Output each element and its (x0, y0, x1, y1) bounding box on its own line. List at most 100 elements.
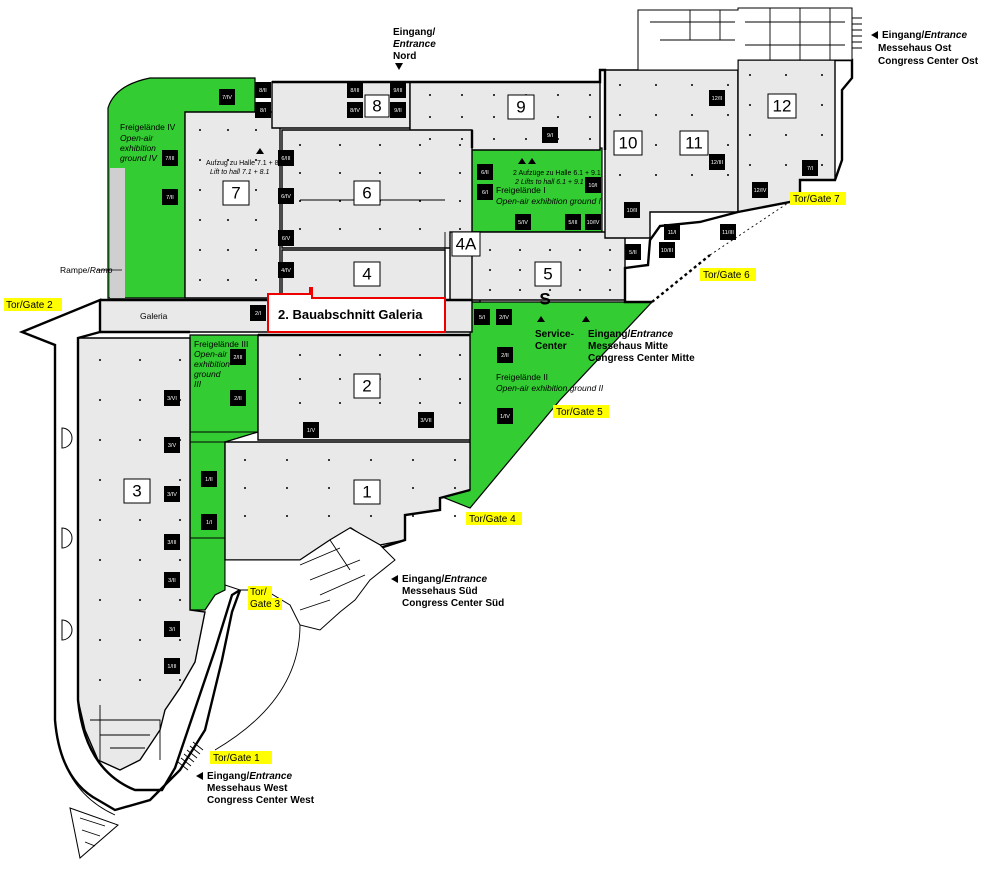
svg-text:1/IV: 1/IV (500, 414, 510, 420)
entrance-mitte: Eingang/Entrance Messehaus Mitte Congres… (582, 316, 695, 364)
svg-text:3/II: 3/II (168, 578, 176, 584)
booth-marker: 2/III (230, 349, 246, 365)
svg-text:2/II: 2/II (501, 353, 509, 359)
booth-marker: 10/IV (585, 214, 601, 230)
booth-marker: 7/III (162, 150, 178, 166)
booth-marker: 5/III (565, 214, 581, 230)
galeria-outline (100, 298, 472, 337)
congress-east-detail (650, 8, 845, 60)
svg-text:Aufzug zu Halle 7.1 + 8.1: Aufzug zu Halle 7.1 + 8.1 (206, 160, 285, 167)
hall-number-5: 5 (534, 261, 562, 287)
gate6-line (651, 254, 711, 303)
booth-marker: 1/V (303, 422, 319, 438)
svg-text:2/I: 2/I (255, 311, 262, 317)
svg-text:2 Lifts to hall 6.1 + 9.1: 2 Lifts to hall 6.1 + 9.1 (514, 179, 584, 186)
entrance-nord: Eingang/ Entrance Nord (393, 27, 436, 70)
svg-text:1/II: 1/II (205, 477, 213, 483)
svg-text:7/II: 7/II (166, 195, 174, 201)
open-air-ground-2-label: Freigelände II Open-air exhibition groun… (496, 372, 604, 393)
booth-marker: 9/I (542, 127, 558, 143)
svg-text:Messehaus Ost: Messehaus Ost (878, 43, 952, 54)
svg-text:5/IV: 5/IV (518, 220, 528, 226)
booth-marker: 9/III (390, 82, 406, 98)
svg-text:III: III (194, 379, 202, 389)
booth-marker: 5/IV (515, 214, 531, 230)
west-bottom-building-detail (90, 705, 161, 760)
hall-number-10: 10 (613, 130, 643, 156)
svg-text:8/I: 8/I (260, 108, 267, 114)
booth-marker: 5/I (474, 309, 490, 325)
booth-marker: 6/III (278, 150, 294, 166)
galeria-construction-box (267, 287, 446, 333)
svg-text:7/III: 7/III (165, 156, 175, 162)
hall-number-6: 6 (353, 180, 381, 206)
booth-marker: 8/III (347, 82, 363, 98)
ramp-label: Rampe/Ramp (60, 265, 122, 275)
booth-marker: 10/II (624, 202, 640, 218)
svg-text:11/III: 11/III (722, 230, 734, 236)
booth-marker: 3/I (164, 621, 180, 637)
hall-number-1: 1 (353, 479, 381, 505)
svg-text:Entrance: Entrance (393, 39, 436, 50)
east-outline (623, 58, 854, 304)
booth-markers: 8/II7/IV8/I8/III8/IV9/III9/II9/I7/III7/I… (162, 82, 818, 674)
svg-text:12: 12 (773, 96, 792, 115)
congress-south-detail (299, 539, 366, 611)
booth-marker: 7/I (802, 160, 818, 176)
svg-text:10/IV: 10/IV (587, 220, 600, 226)
congress-east-building (637, 7, 853, 71)
booth-marker: 2/I (250, 305, 266, 321)
hall-number-2: 2 (353, 373, 381, 399)
booth-marker: 1/I (201, 514, 217, 530)
gate1-path (214, 624, 301, 751)
svg-text:Freigelände II: Freigelände II (496, 372, 548, 382)
svg-text:8: 8 (372, 96, 381, 115)
booth-marker: 7/IV (219, 89, 235, 105)
booth-marker: 3/III (164, 534, 180, 550)
svg-text:10/II: 10/II (627, 208, 638, 214)
congress-east-stairs (852, 17, 862, 49)
svg-text:3: 3 (132, 481, 141, 500)
booth-marker: 3/II (164, 572, 180, 588)
hall-number-7: 7 (222, 180, 250, 206)
hall-numbers: 1 2 3 4 4A 5 6 7 8 9 10 11 12 (123, 93, 797, 505)
svg-text:2 Aufzüge zu Halle 6.1 + 9.1: 2 Aufzüge zu Halle 6.1 + 9.1 (513, 170, 601, 177)
booth-marker: 6/IV (278, 188, 294, 204)
svg-text:1: 1 (362, 482, 371, 501)
svg-text:2/II: 2/II (234, 396, 242, 402)
svg-text:8/III: 8/III (350, 88, 360, 94)
hall-number-4a: 4A (451, 231, 481, 257)
svg-text:10: 10 (619, 133, 638, 152)
booth-marker: 3/V (164, 437, 180, 453)
west-triangle-building (69, 807, 119, 859)
svg-text:5/III: 5/III (568, 220, 578, 226)
svg-text:Congress Center Süd: Congress Center Süd (402, 598, 504, 609)
svg-text:5/II: 5/II (629, 250, 637, 256)
hall-number-12: 12 (767, 93, 797, 119)
svg-text:Eingang/: Eingang/ (393, 27, 435, 38)
svg-text:2/IV: 2/IV (499, 315, 509, 321)
entrance-ost-arrow-icon (871, 31, 878, 39)
svg-text:6: 6 (362, 183, 371, 202)
svg-text:10/III: 10/III (661, 248, 674, 254)
hall-number-9: 9 (507, 94, 535, 120)
west-outer-wall (21, 331, 116, 816)
booth-marker: 11/III (720, 224, 736, 240)
booth-marker: 2/IV (496, 309, 512, 325)
entrance-ost: Eingang/Entrance Messehaus Ost Congress … (871, 30, 979, 67)
svg-text:4: 4 (362, 264, 371, 283)
svg-text:Open-air: Open-air (120, 133, 154, 143)
booth-marker: 3/VI (164, 390, 180, 406)
booth-marker: 2/II (230, 390, 246, 406)
open-air-ground-4-label: Freigelände IV Open-air exhibition groun… (120, 122, 176, 163)
open-air-ground-3-label: Freigelände III Open-air exhibition grou… (194, 339, 248, 389)
galeria-construction-label: 2. Bauabschnitt Galeria (278, 307, 423, 322)
west-wall-bumps (61, 427, 73, 641)
svg-text:Tor/Gate 5: Tor/Gate 5 (556, 407, 603, 418)
lift-hall6-label: 2 Aufzüge zu Halle 6.1 + 9.1 2 Lifts to … (513, 158, 601, 186)
svg-text:Nord: Nord (393, 51, 416, 62)
svg-text:Tor/: Tor/ (250, 587, 267, 598)
gate-1: Tor/Gate 1 (210, 751, 272, 764)
ramp-strip (110, 168, 125, 298)
gate1-stripes (177, 741, 204, 771)
